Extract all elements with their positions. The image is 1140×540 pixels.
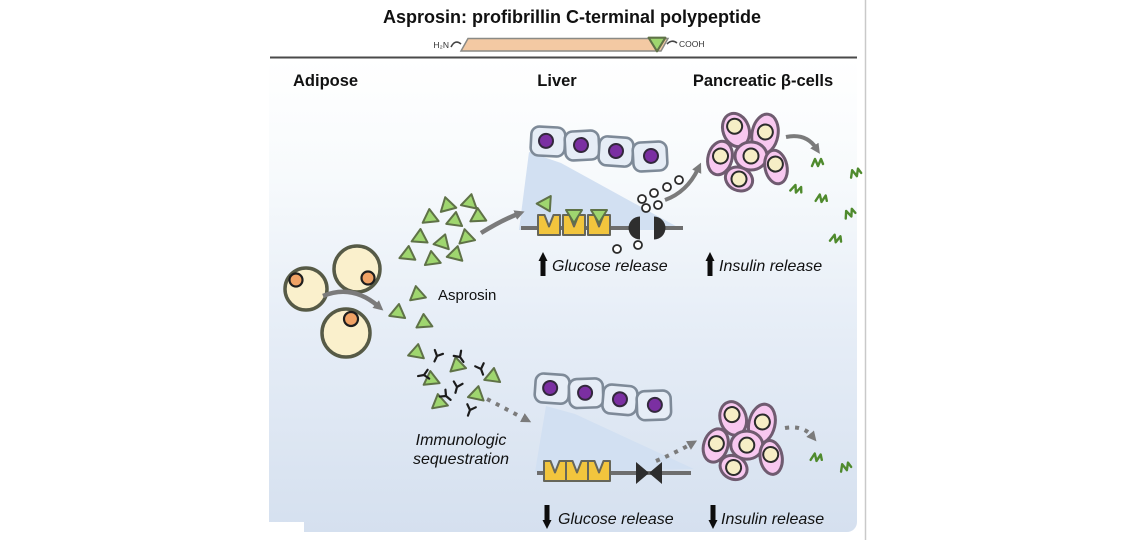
insulin-release-arrow-icon [785,134,820,154]
column-header-pancreas: Pancreatic β-cells [693,72,833,90]
adipocyte [332,244,382,294]
liver-membrane-top [521,195,683,240]
glucose-molecule-icon [641,203,651,213]
sequestration-dashed-arrow-icon [486,397,532,423]
glucose-molecule-icon [649,188,659,198]
adipocyte-nucleus-icon [360,270,376,286]
column-header-adipose: Adipose [293,72,358,90]
c-terminus-label: COOH [679,39,705,49]
membrane-zoom-beam-bottom [535,406,694,472]
panel-corner-notch [266,522,304,534]
outcome-bottom: Glucose release Insulin release [542,505,824,529]
adipocyte-nucleus-icon [342,310,360,328]
insulin-release-label: Insulin release [719,258,822,275]
adipose-secretion-arrow-icon [322,289,384,311]
panel-background [269,58,857,532]
column-header-liver: Liver [537,72,577,90]
glucose-channel-open-icon [654,216,666,240]
insulin-release-label: Insulin release [721,511,824,528]
asprosin-label: Asprosin [438,287,496,304]
glucose-molecule-icon [637,194,647,204]
immunologic-label-line2: sequestration [413,451,509,468]
n-terminus-label: H₂N [433,40,449,50]
c-terminus-squiggle [666,40,678,45]
glucose-to-pancreas-arrow-icon [664,162,702,202]
glucose-molecule-icon [674,175,684,185]
figure-title: Asprosin: profibrillin C-terminal polype… [383,7,761,27]
glucose-molecule-icon [612,244,622,254]
glucose-molecule-icon [653,200,663,210]
reduced-glucose-dashed-arrow-icon [655,440,698,463]
n-terminus-squiggle [450,41,462,48]
immunologic-label-line1: Immunologic [416,432,507,449]
liver-membrane-bottom [537,460,691,484]
glucose-channel-closed-icon [636,462,649,484]
asprosin-to-liver-arrow-icon [479,210,525,235]
adipocyte-nucleus-icon [288,272,304,288]
glucose-channel-open-icon [628,216,640,240]
glucose-release-label: Glucose release [558,511,674,528]
glucose-molecule-icon [633,240,643,250]
glucose-molecule-icon [662,182,672,192]
outcome-top: Glucose release Insulin release [538,252,822,276]
glucose-channel-closed-icon [649,462,662,484]
glucose-release-label: Glucose release [552,258,668,275]
profibrillin-bar [459,37,670,52]
reduced-insulin-dashed-arrow-icon [784,425,817,442]
polypeptide-schematic: H₂N COOH [433,36,705,53]
